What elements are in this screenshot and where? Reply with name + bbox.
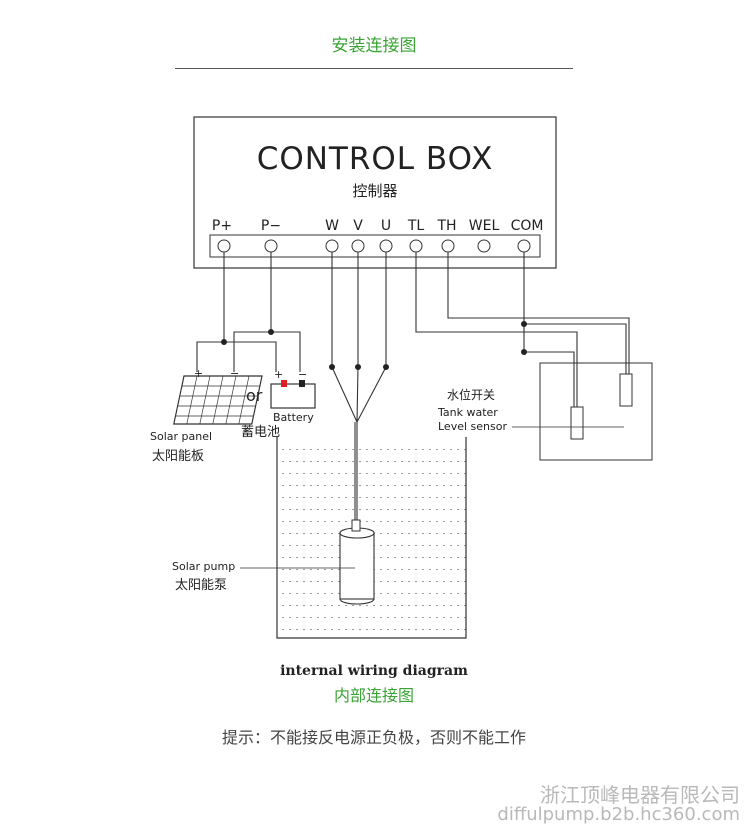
motor-junctions bbox=[329, 364, 389, 370]
battery bbox=[270, 380, 316, 409]
sensor-junctions bbox=[521, 321, 527, 355]
terminal-label-v: V bbox=[353, 218, 363, 234]
warning-note: 提示：不能接反电源正负极，否则不能工作 bbox=[221, 728, 526, 747]
battery-label: Battery bbox=[273, 411, 314, 424]
terminal-label-tl: TL bbox=[407, 218, 425, 234]
title-divider bbox=[175, 68, 573, 69]
pump-label-cn: 太阳能泵 bbox=[175, 578, 228, 593]
terminal-label-com: COM bbox=[510, 218, 544, 234]
control-box-title: CONTROL BOX bbox=[256, 141, 494, 177]
float-switch-low bbox=[570, 406, 584, 440]
terminal-label-p-plus: P+ bbox=[211, 218, 233, 234]
solar-panel-plus-sign: + bbox=[194, 367, 204, 380]
control-box bbox=[193, 116, 557, 269]
caption-en: internal wiring diagram bbox=[280, 663, 468, 679]
battery-minus-sign: − bbox=[298, 368, 308, 381]
terminal-th bbox=[441, 239, 455, 253]
terminal-w bbox=[325, 239, 339, 253]
terminal-strip bbox=[209, 234, 541, 258]
sensor-wiring bbox=[415, 252, 630, 407]
terminal-screws bbox=[217, 239, 531, 253]
terminal-com bbox=[517, 239, 531, 253]
power-wiring bbox=[196, 252, 301, 372]
terminal-v bbox=[351, 239, 365, 253]
terminal-p-plus bbox=[217, 239, 231, 253]
sensor-label-en-1: Tank water bbox=[438, 406, 498, 419]
terminal-label-p-minus: P− bbox=[260, 218, 282, 234]
solar-pump bbox=[339, 519, 375, 605]
battery-plus-sign: + bbox=[274, 368, 284, 381]
terminal-label-w: W bbox=[325, 218, 339, 234]
power-junctions bbox=[221, 329, 274, 345]
sensor-label-en-2: Level sensor bbox=[438, 420, 507, 433]
or-text: or bbox=[246, 386, 263, 405]
terminal-label-u: U bbox=[380, 218, 392, 234]
control-box-subtitle: 控制器 bbox=[352, 182, 398, 200]
sensor-label-cn: 水位开关 bbox=[447, 388, 496, 402]
solar-panel-label: Solar panel bbox=[150, 430, 213, 443]
watermark-company: 浙江顶峰电器有限公司 bbox=[540, 783, 740, 807]
terminal-wel bbox=[477, 239, 491, 253]
battery-label-cn: 蓄电池 bbox=[241, 425, 281, 440]
terminal-u bbox=[379, 239, 393, 253]
watermark-url: diffulpump.b2b.hc360.com bbox=[497, 804, 740, 825]
terminal-label-wel: WEL bbox=[468, 218, 500, 234]
solar-panel bbox=[173, 375, 263, 425]
battery-positive-terminal bbox=[281, 380, 287, 387]
terminal-p-minus bbox=[264, 239, 278, 253]
sensor-tank bbox=[539, 362, 653, 461]
pump-label: Solar pump bbox=[172, 560, 236, 573]
page-title: 安装连接图 bbox=[331, 36, 417, 56]
float-switch-high bbox=[619, 373, 633, 407]
terminal-label-th: TH bbox=[437, 218, 457, 234]
battery-negative-terminal bbox=[299, 380, 305, 387]
solar-panel-label-cn: 太阳能板 bbox=[152, 449, 205, 464]
terminal-tl bbox=[409, 239, 423, 253]
caption-cn: 内部连接图 bbox=[333, 686, 414, 705]
solar-panel-minus-sign: − bbox=[230, 367, 240, 380]
